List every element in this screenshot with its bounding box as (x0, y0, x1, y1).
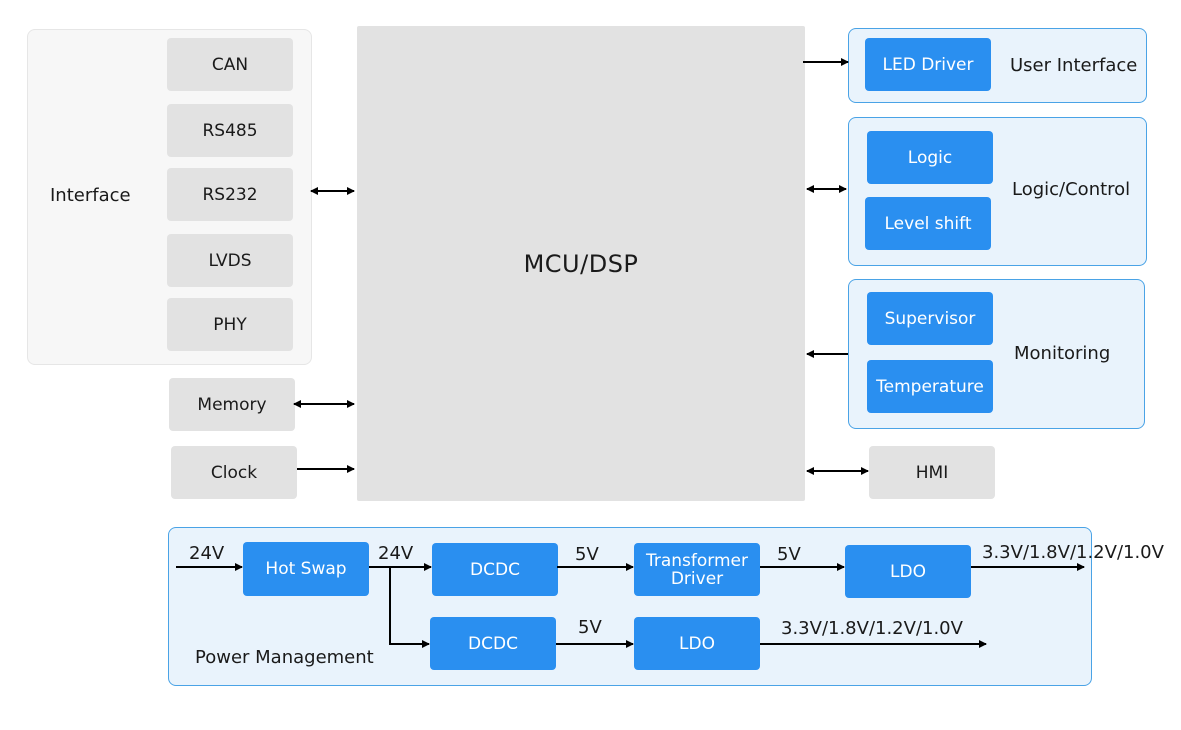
ldo-bottom-block: LDO (634, 617, 760, 670)
mcu-dsp-block: MCU/DSP (357, 26, 805, 501)
user-interface-title: User Interface (1010, 55, 1138, 76)
hmi-block: HMI (869, 446, 995, 499)
logic-control-title: Logic/Control (1012, 179, 1131, 200)
interface-rs485: RS485 (167, 104, 293, 157)
led-driver-block: LED Driver (865, 38, 991, 91)
label-output-top: 3.3V/1.8V/1.2V/1.0V (982, 542, 1164, 563)
interface-can: CAN (167, 38, 293, 91)
label-5v-a: 5V (575, 544, 599, 565)
interface-rs232: RS232 (167, 168, 293, 221)
dcdc-bottom-block: DCDC (430, 617, 556, 670)
label-5v-c: 5V (578, 617, 602, 638)
arrow-branch-dcdc-bottom (389, 567, 430, 648)
memory-block: Memory (169, 378, 295, 431)
interface-phy: PHY (167, 298, 293, 351)
interface-title: Interface (50, 185, 131, 206)
logic-block: Logic (867, 131, 993, 184)
supervisor-block: Supervisor (867, 292, 993, 345)
level-shift-block: Level shift (865, 197, 991, 250)
label-output-bottom: 3.3V/1.8V/1.2V/1.0V (781, 618, 963, 639)
monitoring-title: Monitoring (1014, 343, 1111, 364)
dcdc-top-block: DCDC (432, 543, 558, 596)
label-24v-in: 24V (189, 543, 225, 564)
label-24v-out: 24V (378, 543, 414, 564)
label-5v-b: 5V (777, 544, 801, 565)
transformer-driver-block: Transformer Driver (634, 543, 760, 596)
clock-block: Clock (171, 446, 297, 499)
power-management-title: Power Management (195, 647, 374, 668)
interface-lvds: LVDS (167, 234, 293, 287)
temperature-block: Temperature (867, 360, 993, 413)
hot-swap-block: Hot Swap (243, 542, 369, 596)
ldo-top-block: LDO (845, 545, 971, 598)
